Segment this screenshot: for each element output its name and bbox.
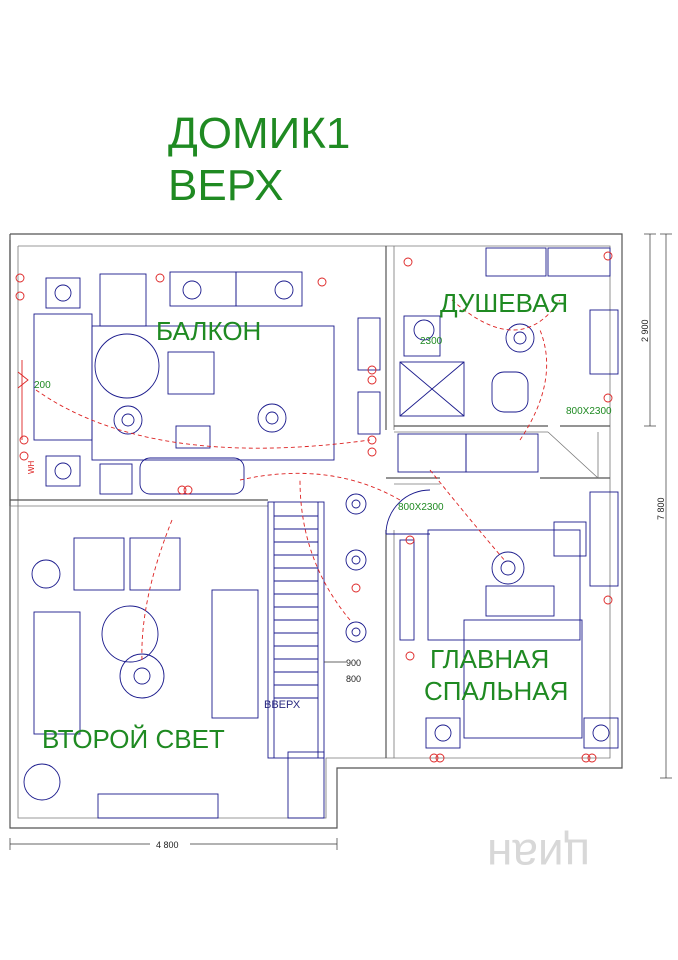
electrical-outlet-icon: [19, 451, 29, 461]
plan-title-line2: ВЕРХ: [168, 161, 283, 210]
label-wall-200: 200: [34, 380, 51, 391]
dim-right-total: 7 800: [656, 497, 666, 520]
electrical-layout: [15, 251, 613, 763]
electrical-outlet-icon: [603, 393, 613, 403]
electrical-outlet-icon: [435, 753, 445, 763]
stairs-label: ВВЕРХ: [264, 699, 301, 711]
electrical-outlet-icon: [587, 753, 597, 763]
label-wh: WH: [27, 460, 36, 474]
label-sink-2300: 2300: [420, 336, 443, 347]
electrical-outlet-icon: [317, 277, 327, 287]
electrical-outlet-icon: [15, 273, 25, 283]
room-label-balcony: БАЛКОН: [156, 316, 261, 346]
watermark-text: циан: [487, 830, 590, 882]
electrical-outlet-icon: [581, 753, 591, 763]
room-label-shower: ДУШЕВАЯ: [440, 288, 568, 318]
electrical-outlet-icon: [367, 435, 377, 445]
dim-width: 4 800: [156, 840, 179, 850]
electrical-outlet-icon: [155, 273, 165, 283]
label-dim-900: 900: [346, 658, 361, 668]
label-door-shower: 800X2300: [566, 406, 612, 417]
outer-walls: [9, 233, 623, 829]
label-door-bedroom: 800X2300: [398, 502, 444, 513]
electrical-outlet-icon: [403, 257, 413, 267]
electrical-outlet-icon: [351, 583, 361, 593]
electrical-outlet-icon: [603, 595, 613, 605]
electrical-outlet-icon: [429, 753, 439, 763]
corridor-cabinets: [345, 433, 539, 643]
shower-furniture: [399, 247, 619, 417]
room-label-second-light: ВТОРОЙ СВЕТ: [42, 724, 225, 754]
second-light-furniture: [23, 537, 325, 819]
dim-right-top: 2 900: [640, 319, 650, 342]
electrical-outlet-icon: [15, 291, 25, 301]
electrical-outlet-icon: [177, 485, 187, 495]
staircase: [267, 501, 346, 759]
electrical-outlet-icon: [405, 651, 415, 661]
interior-walls: [10, 246, 610, 758]
doors: [385, 489, 431, 535]
electrical-outlet-icon: [367, 365, 377, 375]
balcony-furniture: [33, 271, 381, 495]
electrical-outlet-icon: [183, 485, 193, 495]
electrical-outlet-icon: [19, 435, 29, 445]
room-label-bedroom-1: ГЛАВНАЯ: [430, 644, 549, 674]
electrical-outlet-icon: [603, 251, 613, 261]
label-dim-800: 800: [346, 674, 361, 684]
bedroom-furniture: [399, 491, 619, 749]
plan-title-line1: ДОМИК1: [168, 109, 350, 158]
electrical-outlet-icon: [405, 535, 415, 545]
room-label-bedroom-2: СПАЛЬНАЯ: [424, 676, 568, 706]
electrical-outlet-icon: [367, 375, 377, 385]
electrical-outlet-icon: [367, 447, 377, 457]
